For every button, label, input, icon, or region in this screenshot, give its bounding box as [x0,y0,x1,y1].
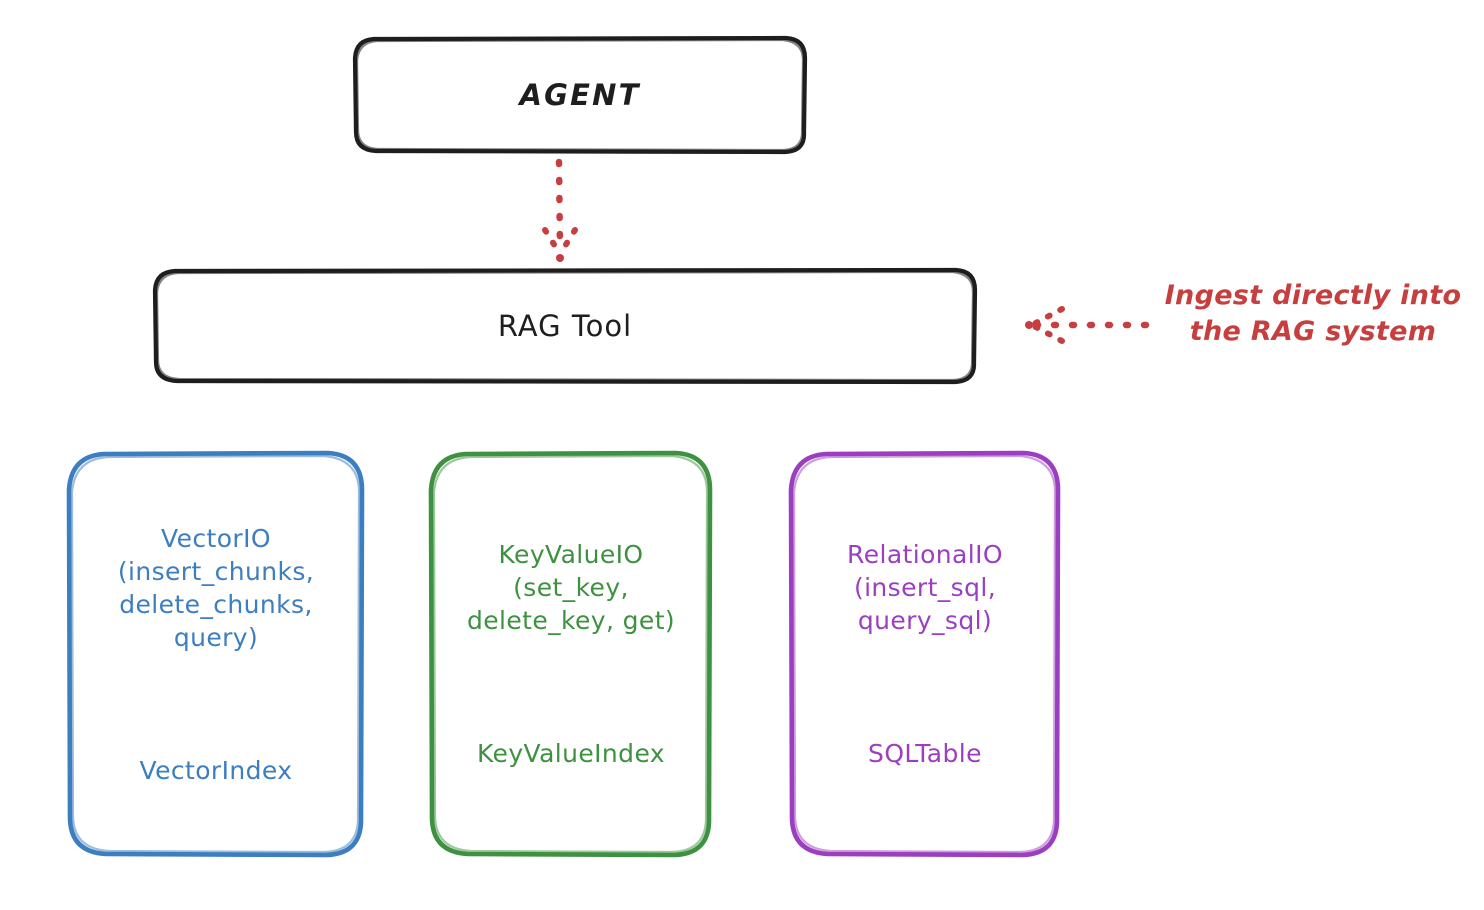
node-vector-io-spacer [118,687,314,721]
arrow-agent-to-rag-tool [542,158,578,262]
arrow-ingest-to-rag-tool [1025,306,1150,344]
node-relational-io-spacer [847,670,1003,704]
node-key-value-io-content: KeyValueIO (set_key, delete_key, get) Ke… [459,505,683,803]
node-relational-io-title: RelationalIO (insert_sql, query_sql) [847,540,1003,635]
node-relational-io[interactable]: RelationalIO (insert_sql, query_sql) SQL… [788,450,1062,858]
node-key-value-io-index: KeyValueIndex [476,739,665,768]
node-key-value-io-title: KeyValueIO (set_key, delete_key, get) [466,540,676,635]
node-relational-io-index: SQLTable [868,739,982,768]
node-relational-io-content: RelationalIO (insert_sql, query_sql) SQL… [839,505,1011,803]
node-vector-io-content: VectorIO (insert_chunks, delete_chunks, … [110,489,322,820]
node-vector-io[interactable]: VectorIO (insert_chunks, delete_chunks, … [66,450,366,858]
node-rag-tool[interactable]: RAG Tool [152,267,978,385]
node-key-value-io[interactable]: KeyValueIO (set_key, delete_key, get) Ke… [428,450,714,858]
node-agent-label: AGENT [519,77,641,112]
annotation-ingest-directly: Ingest directly into the RAG system [1164,280,1462,348]
node-vector-io-title: VectorIO (insert_chunks, delete_chunks, … [117,523,315,652]
node-vector-io-index: VectorIndex [139,755,293,785]
node-agent[interactable]: AGENT [352,35,808,155]
node-key-value-io-spacer [467,670,675,704]
node-rag-tool-label: RAG Tool [497,308,633,343]
